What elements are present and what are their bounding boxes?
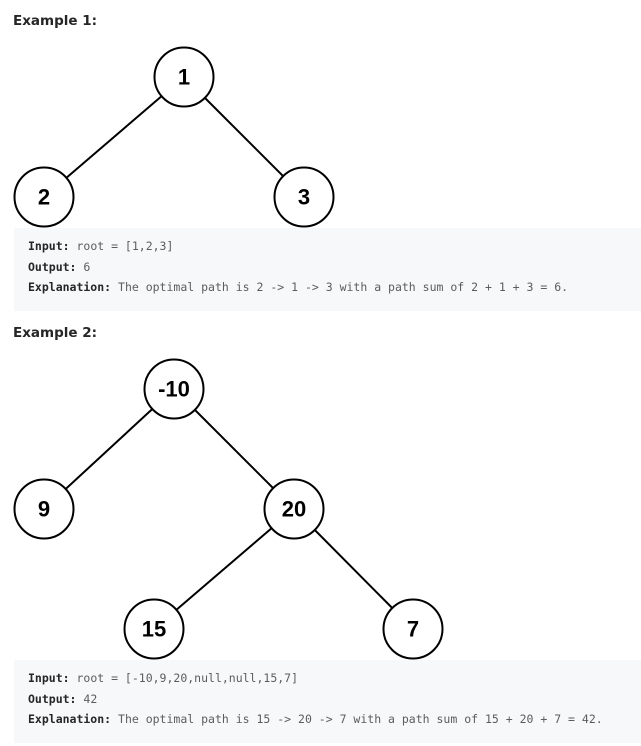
- explanation-key: Explanation:: [28, 712, 112, 726]
- tree-node-label: 20: [282, 497, 306, 522]
- tree-node: 20: [263, 478, 325, 540]
- output-key: Output:: [28, 691, 77, 706]
- tree-node-circle: [13, 478, 75, 540]
- tree-node-label: 7: [407, 617, 419, 642]
- tree-node: 9: [13, 478, 75, 540]
- output-line: Output: 6: [28, 257, 627, 278]
- tree-node-circle: [13, 166, 75, 228]
- example-2-code-block: Input: root = [-10,9,20,null,null,15,7] …: [14, 660, 641, 743]
- explanation-value: The optimal path is 15 -> 20 -> 7 with a…: [111, 712, 603, 726]
- example-2-tree-diagram: -10 9 20 15 7: [13, 358, 444, 660]
- explanation-line: Explanation: The optimal path is 15 -> 2…: [28, 709, 627, 730]
- tree-node-circle: [153, 46, 215, 108]
- tree-node-circle: [123, 598, 185, 660]
- example-1-tree-diagram: 1 2 3: [13, 46, 335, 228]
- tree-node-circle: [143, 358, 205, 420]
- tree-edge-1-2: [43, 76, 185, 198]
- tree-node: -10: [143, 358, 205, 420]
- tree-node-label: 9: [38, 497, 50, 522]
- output-line: Output: 42: [28, 689, 627, 710]
- output-key: Output:: [28, 259, 77, 274]
- explanation-value: The optimal path is 2 -> 1 -> 3 with a p…: [111, 280, 569, 294]
- tree-node: 7: [382, 598, 444, 660]
- tree-node-label: 2: [38, 185, 50, 210]
- tree-edge-20-15: [153, 508, 295, 630]
- tree-node-label: 15: [142, 617, 166, 642]
- tree-node-label: 3: [298, 185, 310, 210]
- input-key: Input:: [28, 671, 70, 685]
- input-key: Input:: [28, 239, 70, 253]
- input-line: Input: root = [1,2,3]: [28, 236, 627, 257]
- explanation-line: Explanation: The optimal path is 2 -> 1 …: [28, 277, 627, 298]
- example-2-title: Example 2:: [13, 325, 98, 341]
- tree-node-circle: [382, 598, 444, 660]
- tree-node-circle: [273, 166, 335, 228]
- input-value: root = [-10,9,20,null,null,15,7]: [69, 671, 299, 685]
- explanation-key: Explanation:: [28, 280, 112, 294]
- example-1-title: Example 1:: [13, 13, 98, 29]
- output-value: 6: [76, 259, 91, 274]
- tree-node-label: 1: [178, 65, 190, 90]
- input-line: Input: root = [-10,9,20,null,null,15,7]: [28, 668, 627, 689]
- tree-node-circle: [263, 478, 325, 540]
- tree-node: 2: [13, 166, 75, 228]
- tree-node-label: -10: [158, 377, 190, 402]
- input-value: root = [1,2,3]: [69, 239, 174, 253]
- example-1-code-block: Input: root = [1,2,3] Output: 6 Explanat…: [14, 228, 641, 311]
- tree-node: 3: [273, 166, 335, 228]
- tree-node: 15: [123, 598, 185, 660]
- output-value: 42: [76, 691, 98, 706]
- tree-node: 1: [153, 46, 215, 108]
